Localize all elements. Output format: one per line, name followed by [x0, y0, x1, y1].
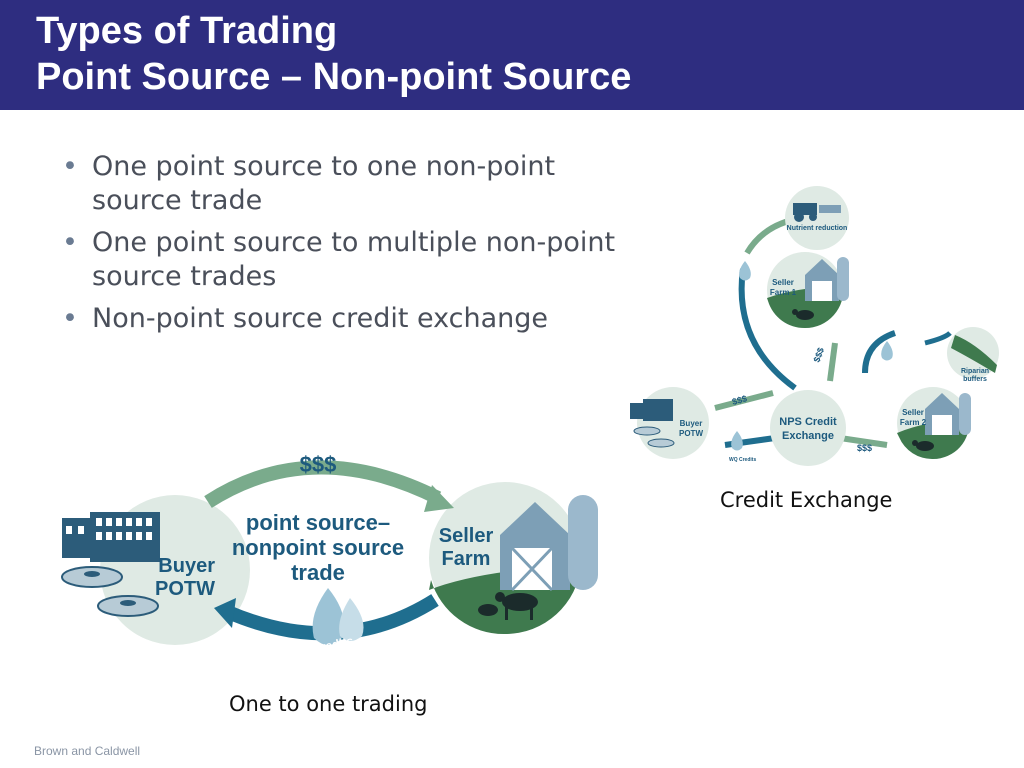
seller-label-2: Farm [442, 548, 491, 570]
money-arrow [204, 460, 442, 508]
cow-icon [912, 440, 934, 451]
buyer-label-small-1: Buyer [680, 419, 703, 428]
one-to-one-trading-diagram: Buyer POTW Seller Farm $$$ WQ Credits po… [61, 452, 598, 661]
bullet-item: • Non-point source credit exchange [62, 302, 622, 336]
water-drops-icon [739, 261, 751, 281]
money-label-b: $$$ [811, 346, 826, 364]
money-arrow-head-icon [424, 485, 454, 512]
center-label-1: point source– [246, 510, 390, 535]
seller-farm2-label-1: Seller [902, 408, 924, 417]
water-drops-icon [881, 341, 893, 361]
footer-text: Brown and Caldwell [34, 744, 141, 758]
tractor-icon [793, 203, 841, 222]
nutrient-circle [785, 186, 849, 250]
treatment-plant-icon [61, 512, 160, 617]
buyer-label-small-2: POTW [679, 429, 703, 438]
barn-icon [500, 495, 598, 592]
seller-farm1-label-1: Seller [772, 278, 794, 287]
barn-icon [925, 393, 971, 435]
slide-title-line-1: Types of Trading [36, 10, 338, 52]
left-diagram-caption: One to one trading [229, 692, 428, 716]
seller-farm1-label-2: Farm 1 [770, 288, 797, 297]
credit-exchange-diagram: Nutrient reduction Seller Farm 1 Riparia… [630, 186, 999, 466]
exchange-label-1: NPS Credit [779, 416, 837, 428]
bullet-list: • One point source to one non-point sourc… [62, 150, 622, 344]
bullet-text: Non-point source credit exchange [92, 303, 549, 334]
exchange-arrow-6 [839, 435, 888, 448]
title-bar: Types of Trading Point Source – Non-poin… [0, 0, 1024, 110]
money-label-c: $$$ [857, 443, 872, 453]
barn-icon [805, 257, 849, 301]
treatment-plant-icon [630, 399, 675, 448]
exchange-arrow-2 [738, 268, 797, 391]
buyer-potw-group: Buyer POTW [61, 495, 250, 645]
money-label-a: $$$ [731, 393, 748, 407]
exchange-arrow-4 [862, 330, 897, 374]
center-label-3: trade [291, 560, 345, 585]
bullet-text: One point source to one non-point source… [92, 151, 556, 216]
buyer-label-2: POTW [155, 578, 215, 600]
center-label-2: nonpoint source [232, 535, 404, 560]
exchange-arrow-5 [924, 331, 952, 346]
exchange-arrow-7 [714, 390, 774, 411]
money-label: $$$ [300, 452, 337, 477]
right-diagram-caption: Credit Exchange [720, 488, 893, 512]
exchange-label-2: Exchange [782, 430, 834, 442]
buyer-label-1: Buyer [158, 555, 215, 577]
bullet-item: • One point source to multiple non-point … [62, 226, 622, 294]
water-drops-icon [731, 431, 743, 451]
seller-farm-group: Seller Farm [429, 482, 598, 635]
nutrient-label: Nutrient reduction [787, 225, 848, 232]
credits-arrow-head-icon [214, 598, 236, 628]
cow-icon [478, 592, 538, 620]
exchange-arrow-3 [827, 342, 838, 382]
riparian-label-2: buffers [963, 376, 987, 383]
bullet-dot-icon: • [62, 303, 78, 334]
seller-label-1: Seller [439, 525, 494, 547]
bullet-dot-icon: • [62, 151, 78, 182]
wq-credits-label: WQ Credits [729, 457, 756, 463]
slide-title-line-2: Point Source – Non-point Source [36, 56, 632, 98]
exchange-circle [770, 390, 846, 466]
bullet-text: One point source to multiple non-point s… [92, 227, 616, 292]
bullet-dot-icon: • [62, 227, 78, 258]
riparian-label-1: Riparian [961, 368, 989, 375]
seller-farm2-label-2: Farm 2 [900, 418, 927, 427]
cow-icon [792, 309, 814, 320]
water-drops-icon [312, 588, 364, 645]
bullet-item: • One point source to one non-point sourc… [62, 150, 622, 218]
